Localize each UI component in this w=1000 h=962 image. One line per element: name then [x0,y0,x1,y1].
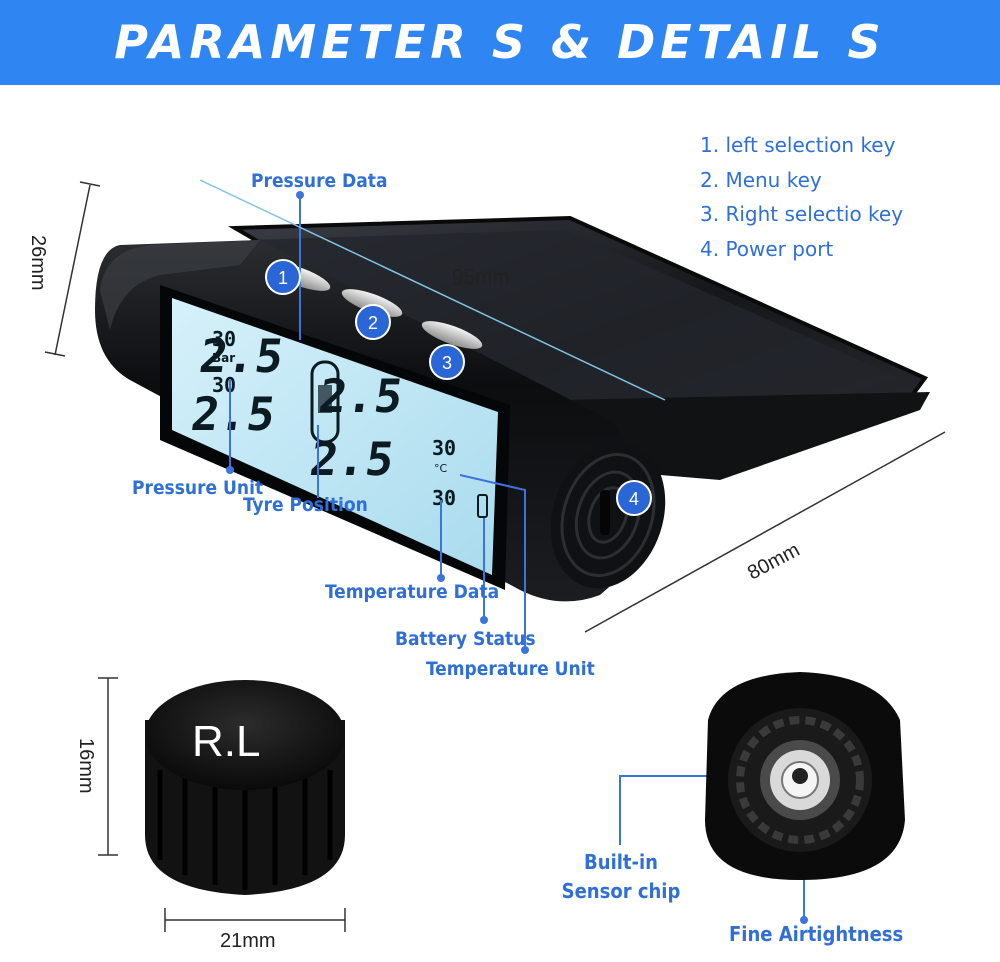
badge-power-port [616,480,652,516]
lcd-unit-c: °C [434,462,448,475]
callout-lines [229,195,805,920]
solar-panel [227,215,930,480]
callout-pressure-data: Pressure Data [251,170,388,192]
callout-temperature-data: Temperature Data [325,581,500,603]
lcd-temp-bottom: 30 [432,486,456,510]
callout-pressure-unit: Pressure Unit [132,477,264,499]
lcd-pressure-bottom-left: 2.5 [188,387,279,441]
callout-dots [226,191,808,924]
lcd-unit-bar: Bar [212,351,235,365]
badge-key-3-number: 3 [442,353,452,373]
key-legend: 1. left selection key 2. Menu key 3. Rig… [700,128,903,266]
sensor-cap-marking: R.L [192,717,260,766]
dim-sensor-height-label: 16mm [75,738,97,794]
key-legend-item: 1. left selection key [700,133,896,157]
callout-battery-status: Battery Status [395,628,536,650]
sensor-cap [145,680,345,895]
key-legend-item: 4. Power port [700,236,834,261]
lcd-pressure-top-right: 2.5 [316,369,407,423]
lcd-small-bottom: 30 [212,373,236,397]
dim-length-label: 95mm [452,264,510,290]
lcd-temp-top: 30 [432,436,456,460]
badge-key-2-number: 2 [368,313,378,333]
dim-height-label: 26mm [27,235,49,291]
title-banner [0,0,1000,85]
badge-key-1 [265,259,301,295]
badge-key-1-number: 1 [278,268,288,288]
lcd-screen [160,285,510,590]
battery-icon [477,494,488,518]
dim-depth-label: 80mm [744,539,803,585]
callout-airtightness: Fine Airtightness [729,922,904,946]
key-legend-item: 3. Right selectio key [700,202,904,226]
badge-key-3 [429,344,465,380]
lcd-pressure-bottom-right: 2.5 [307,432,398,486]
page-title: PARAMETER S & DETAIL S [114,15,886,69]
callout-temperature-unit: Temperature Unit [426,658,595,680]
sensor-bottom-view [705,672,905,880]
badge-key-2 [355,304,391,340]
dim-sensor-width-label: 21mm [220,930,276,952]
callout-sensor-chip: Built-in Sensor chip [561,850,681,903]
lcd-small-top: 30 [212,327,236,351]
badge-power-port-number: 4 [629,489,639,509]
lcd-pressure-top-left: 2.5 [196,329,287,383]
dimension-lines [44,179,946,932]
callout-tyre-position: Tyre Position [243,494,368,516]
key-legend-item: 2. Menu key [700,167,822,192]
